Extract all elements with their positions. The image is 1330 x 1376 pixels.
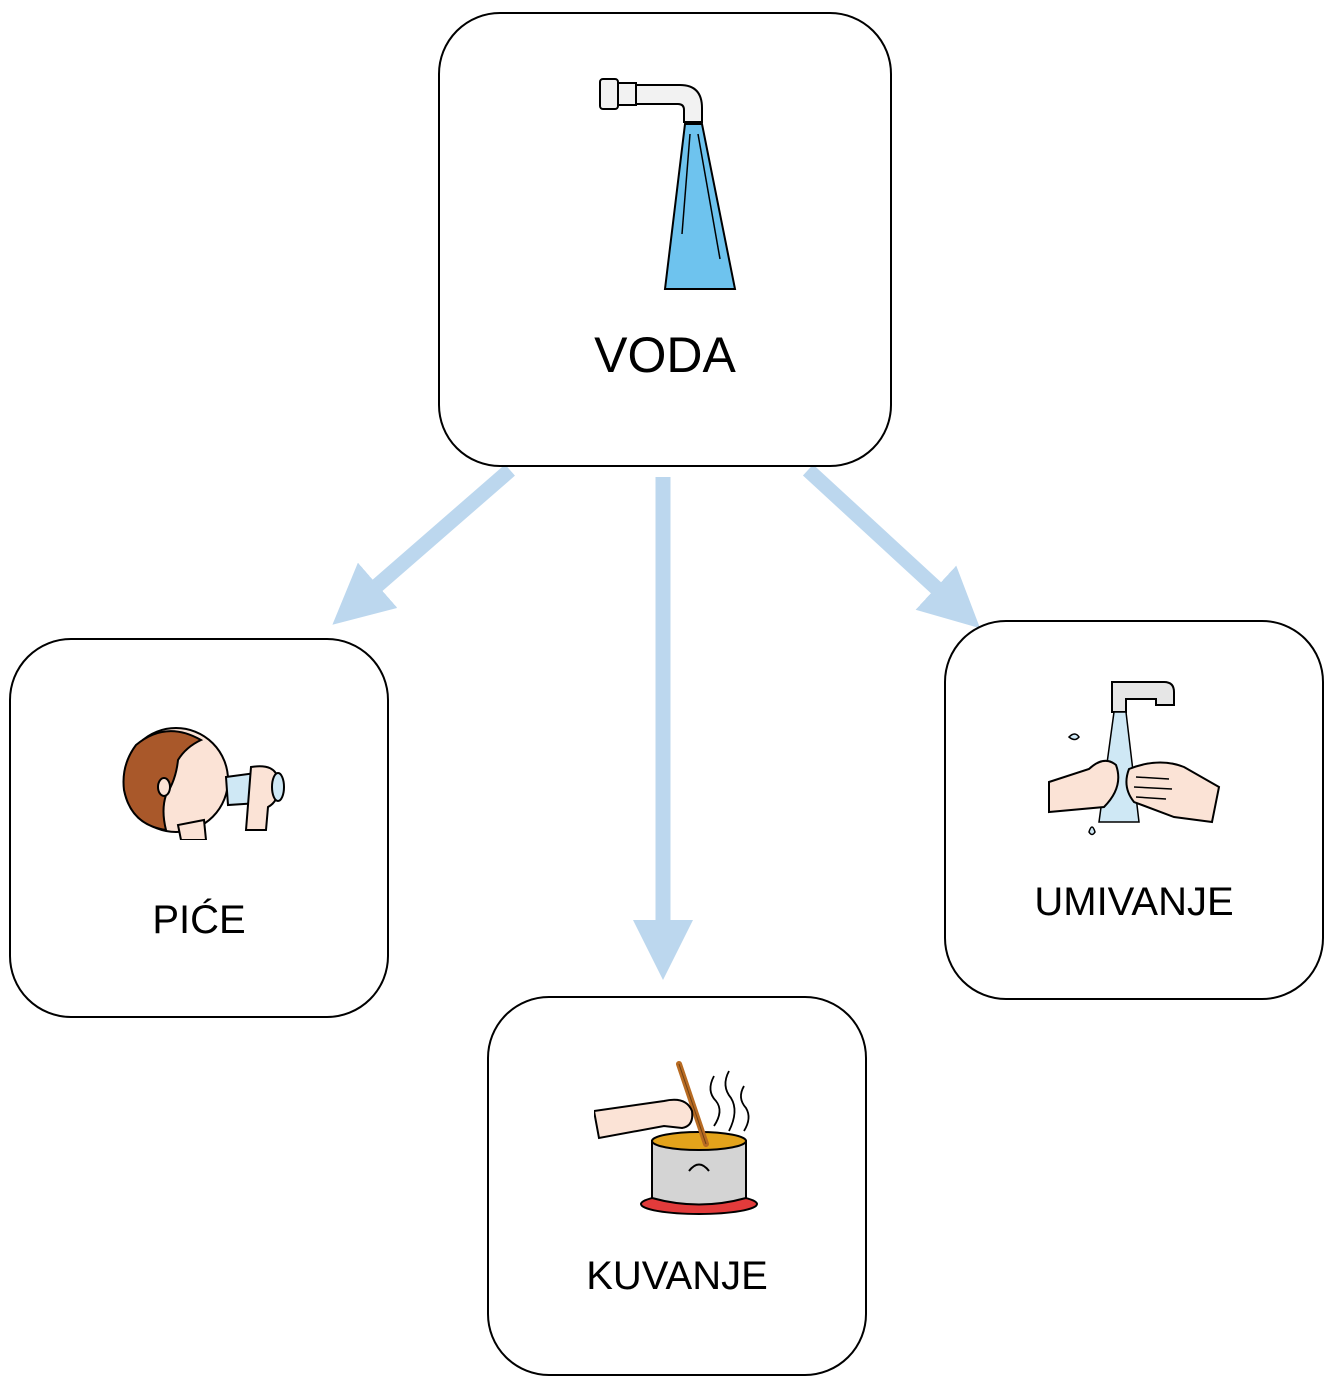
cooking-pot-icon xyxy=(594,1061,758,1215)
node-voda: VODA xyxy=(438,12,892,467)
arrow-voda-to-umivanje xyxy=(802,464,981,629)
node-label: PIĆE xyxy=(152,898,246,942)
node-label: KUVANJE xyxy=(586,1254,768,1298)
node-kuvanje: KUVANJE xyxy=(487,996,867,1376)
drinking-icon xyxy=(122,727,285,840)
node-label: VODA xyxy=(594,327,736,383)
arrow-voda-to-pice xyxy=(332,464,515,625)
node-label: UMIVANJE xyxy=(1034,880,1234,924)
node-pice: PIĆE xyxy=(9,638,389,1018)
hand-washing-icon xyxy=(1048,681,1221,836)
node-umivanje: UMIVANJE xyxy=(944,620,1324,1000)
water-tap-icon xyxy=(599,78,737,290)
